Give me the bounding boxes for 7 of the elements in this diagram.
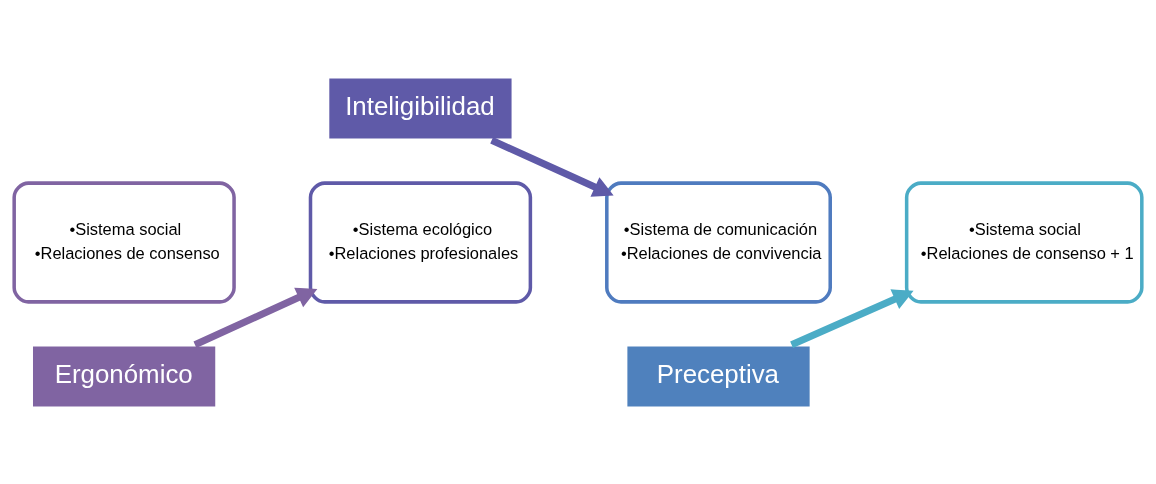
node-box: •Sistema ecológico •Relaciones profesionales bbox=[308, 180, 533, 304]
node-box: •Sistema social •Relaciones de consenso bbox=[12, 180, 236, 304]
node-box: •Sistema social •Relaciones de consenso + 1 bbox=[904, 180, 1144, 304]
arrow bbox=[790, 288, 914, 348]
node-box: •Sistema de comunicación •Relaciones de convivencia bbox=[605, 180, 832, 304]
arrow bbox=[193, 287, 318, 348]
arrow bbox=[490, 136, 614, 197]
